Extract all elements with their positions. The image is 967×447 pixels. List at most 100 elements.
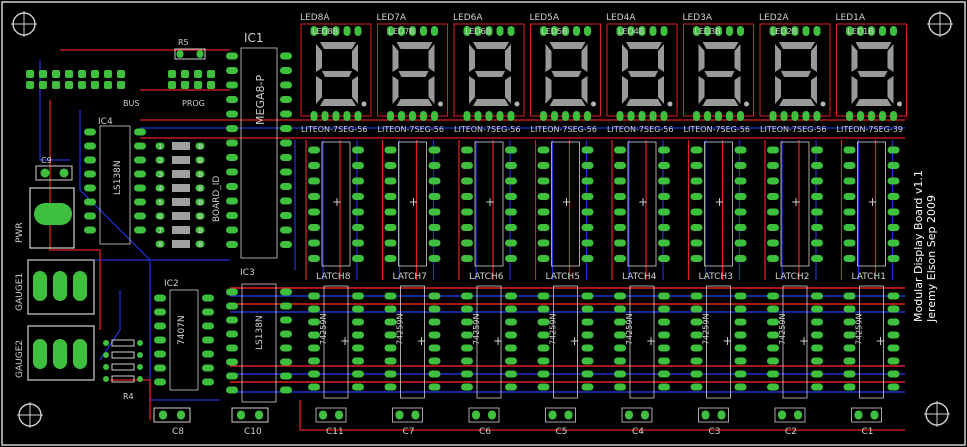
pad bbox=[280, 168, 292, 176]
pad bbox=[581, 305, 594, 313]
pad bbox=[614, 224, 626, 231]
pad bbox=[461, 255, 473, 262]
pad bbox=[84, 198, 96, 206]
display-segment bbox=[855, 42, 892, 49]
pad bbox=[280, 139, 292, 147]
center-cross: + bbox=[638, 195, 648, 209]
pad bbox=[226, 241, 238, 248]
pad bbox=[384, 292, 397, 300]
pad bbox=[428, 357, 441, 365]
led-name-label: LED8A bbox=[300, 13, 330, 23]
pad bbox=[658, 224, 670, 231]
pad bbox=[767, 193, 779, 200]
display-segment bbox=[855, 99, 892, 106]
pad bbox=[226, 154, 238, 161]
pad bbox=[505, 255, 517, 262]
pad bbox=[461, 344, 473, 352]
pad bbox=[308, 305, 320, 313]
pad bbox=[537, 383, 550, 391]
pad bbox=[280, 302, 292, 310]
dip-prefix: B bbox=[198, 171, 203, 179]
pad bbox=[352, 383, 364, 391]
latch-label: LATCH8 bbox=[316, 272, 351, 282]
pad bbox=[614, 193, 626, 200]
c9-outline bbox=[35, 165, 73, 181]
header-pin bbox=[168, 81, 176, 89]
latch-cross: + bbox=[723, 334, 733, 348]
display-segment bbox=[702, 99, 739, 106]
pad bbox=[737, 111, 744, 121]
cap-label: C3 bbox=[709, 427, 721, 437]
center-cross: + bbox=[791, 195, 801, 209]
pad bbox=[505, 193, 517, 200]
latch-cross: + bbox=[340, 334, 350, 348]
display-segment bbox=[781, 71, 811, 77]
pad bbox=[505, 357, 517, 365]
pad bbox=[496, 26, 504, 36]
bus-label: BUS bbox=[123, 99, 139, 108]
ic4-label: IC4 bbox=[98, 117, 113, 127]
cap-label: C1 bbox=[862, 427, 874, 437]
pad bbox=[734, 193, 747, 200]
header-pin bbox=[117, 81, 125, 89]
pad bbox=[505, 162, 517, 169]
pad bbox=[811, 331, 823, 339]
pad bbox=[196, 50, 204, 58]
pad bbox=[308, 177, 320, 185]
pad bbox=[811, 357, 823, 365]
display-segment bbox=[581, 76, 588, 104]
cap-label: C11 bbox=[326, 427, 344, 437]
dip-number: 1 bbox=[158, 143, 162, 151]
socket-outline bbox=[551, 141, 580, 267]
r5-label: R5 bbox=[178, 38, 189, 47]
led-name-label: LED7A bbox=[377, 13, 407, 23]
display-segment bbox=[851, 76, 858, 104]
pad bbox=[431, 26, 438, 36]
pad bbox=[226, 302, 238, 310]
pad bbox=[734, 370, 747, 378]
pad bbox=[581, 292, 594, 300]
pad bbox=[321, 111, 329, 121]
pad bbox=[154, 350, 166, 358]
pad bbox=[868, 111, 875, 121]
dip-number: 6 bbox=[158, 213, 163, 221]
pad bbox=[767, 292, 779, 300]
pad bbox=[226, 52, 238, 60]
latch-outline bbox=[706, 285, 731, 399]
display-segment bbox=[734, 44, 741, 72]
pad bbox=[843, 344, 856, 352]
display-segment bbox=[779, 99, 815, 106]
display-segment bbox=[698, 76, 705, 104]
center-cross: + bbox=[485, 195, 495, 209]
pad bbox=[134, 156, 146, 164]
display-segment bbox=[887, 76, 894, 104]
ic1-part-label: MEGA8-P bbox=[254, 75, 267, 125]
header-pin bbox=[65, 81, 73, 89]
cap-outline bbox=[153, 407, 191, 423]
pad bbox=[734, 162, 747, 169]
pad bbox=[308, 292, 320, 300]
pad bbox=[843, 292, 856, 300]
pad bbox=[690, 146, 703, 154]
dip-switch bbox=[172, 198, 190, 206]
display-segment bbox=[658, 76, 664, 104]
pad bbox=[734, 383, 747, 391]
pad bbox=[155, 212, 165, 220]
latch-part-label: 74259N bbox=[472, 314, 481, 345]
pad bbox=[614, 318, 626, 326]
pad bbox=[734, 177, 747, 185]
display-segment bbox=[622, 76, 628, 104]
pad bbox=[767, 146, 779, 154]
pad bbox=[887, 383, 900, 391]
pad bbox=[398, 26, 405, 36]
pad bbox=[614, 383, 626, 391]
board-title-block: Modular Display Board v1.1 Jeremy Elson … bbox=[912, 170, 938, 323]
pad bbox=[887, 344, 900, 352]
left-trace bbox=[95, 259, 220, 401]
dip-number: 5 bbox=[158, 199, 162, 207]
pad bbox=[343, 111, 351, 121]
pad bbox=[625, 410, 633, 420]
dip-prefix: B bbox=[198, 143, 203, 151]
